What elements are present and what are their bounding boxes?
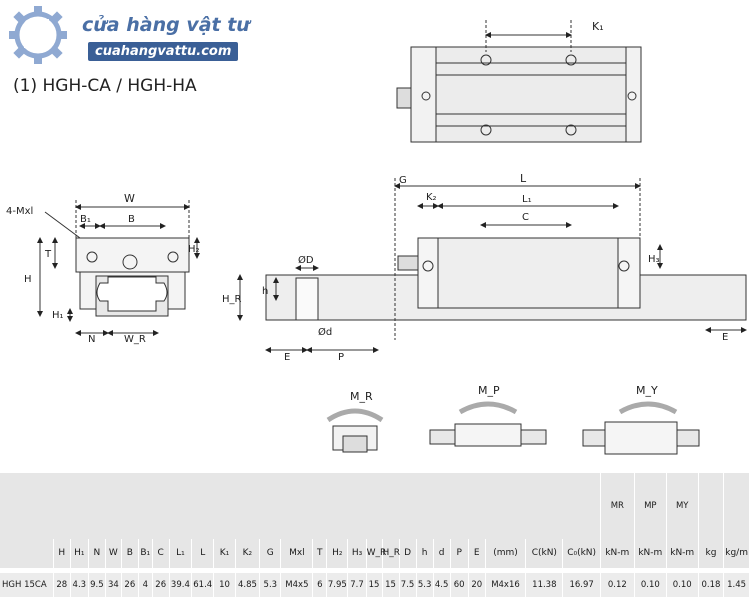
dim-wr: W_R [124,334,146,345]
dim-e2: E [722,332,728,343]
table-unit-my: MY [666,473,699,539]
dim-b: B [128,214,135,225]
moment-mr-diagram [326,408,384,453]
front-view [37,200,200,336]
dim-od: ØD [298,254,314,266]
dim-hr: H_R [222,294,242,305]
dim-c: C [522,212,529,223]
brand-domain: cuahangvattu.com [88,42,239,61]
dim-mxl: 4-Mxl [6,206,33,217]
dim-od-small: Ød [318,326,332,338]
table-unit-mp: MP [634,473,667,539]
dim-h2: H₂ [188,244,200,255]
dim-w: W [124,192,135,205]
moment-mp-label: M_P [478,384,500,397]
moment-mr-label: M_R [350,390,373,403]
top-view [396,20,642,143]
dim-n: N [88,334,95,345]
table-unit-mr: MR [600,473,635,539]
dim-t: T [44,249,52,260]
side-view [237,178,747,353]
dim-h-small: h [262,286,268,297]
table-header-top: MR MP MY [0,473,750,539]
dim-g: G [399,175,407,186]
moment-my-label: M_Y [636,384,658,397]
page-title: (1) HGH-CA / HGH-HA [13,76,197,96]
dim-p: P [338,352,344,363]
technical-drawing: K₁ 4-Mxl W B₁ B T H₂ H H₁ N W_R [6,20,747,455]
moment-my-diagram [582,401,700,455]
dim-e: E [284,352,290,363]
dim-h3: H₃ [648,254,660,265]
moment-mp-diagram [429,401,547,447]
dim-b1: B₁ [80,214,91,225]
gear-logo-icon [9,6,67,64]
dim-l: L [520,172,527,185]
brand-name: cửa hàng vật tư [82,14,250,36]
dim-h1: H₁ [52,310,64,321]
brand-logo[interactable]: cửa hàng vật tư cuahangvattu.com [4,4,250,66]
dim-k2: K₂ [426,192,437,203]
dim-k1: K₁ [592,20,604,33]
dim-h: H [24,274,32,285]
dim-l1: L₁ [522,194,532,205]
